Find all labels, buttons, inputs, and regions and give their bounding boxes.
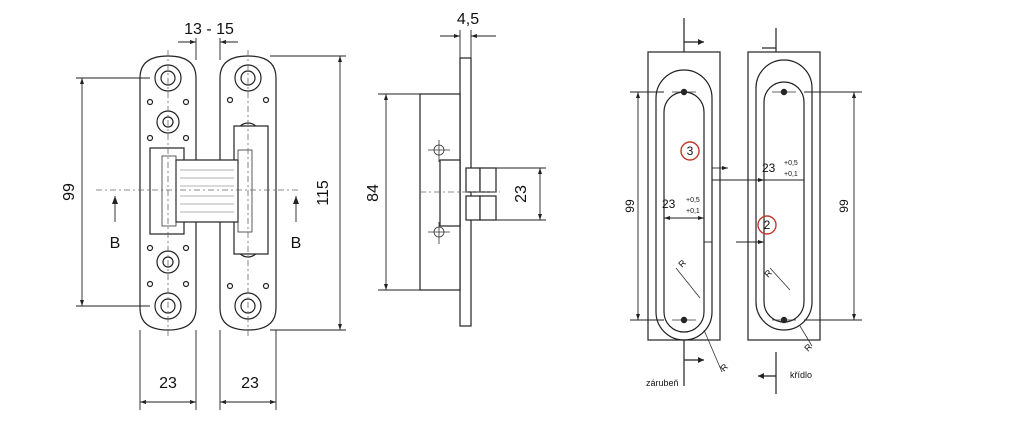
section-mark-left: B xyxy=(110,235,121,252)
dim-slot-right-tol-lower: +0,1 xyxy=(784,171,798,178)
marker-3-circle xyxy=(680,141,700,161)
front-view: 13 - 15 99 115 B B 23 23 xyxy=(61,21,346,410)
dim-height-total: 115 xyxy=(315,180,332,206)
marker-2-circle xyxy=(757,215,777,235)
side-view: 4,5 84 23 xyxy=(365,11,546,327)
dim-install-height-left: 99 xyxy=(623,199,637,213)
marker-2: 2 xyxy=(764,218,771,232)
dim-height-inner: 99 xyxy=(61,183,78,201)
section-mark-right: B xyxy=(291,235,302,252)
label-frame: zárubeň xyxy=(646,378,679,388)
label-leaf: křídlo xyxy=(790,370,812,380)
radius-label-4: R xyxy=(802,341,814,353)
dim-slot-right-tol-upper: +0,5 xyxy=(784,160,798,167)
dim-side-body: 23 xyxy=(513,185,530,203)
marker-3: 3 xyxy=(687,144,694,158)
radius-label-1: R xyxy=(676,257,688,269)
dim-width-right: 23 xyxy=(241,375,259,392)
dim-slot-left-tol-upper: +0,5 xyxy=(686,197,700,204)
install-view: 99 99 23 +0,5 +0,1 23 +0,5 +0,1 3 2 xyxy=(623,18,862,394)
dim-top-gap: 13 - 15 xyxy=(184,21,234,38)
dim-slot-left-tol-lower: +0,1 xyxy=(686,208,700,215)
dim-width-left: 23 xyxy=(159,375,177,392)
dim-thickness: 4,5 xyxy=(457,11,479,28)
dim-slot-left: 23 xyxy=(662,197,676,211)
radius-label-3: R xyxy=(718,361,730,373)
dim-install-height-right: 99 xyxy=(837,199,851,213)
dim-side-height: 84 xyxy=(365,184,382,202)
dim-slot-right: 23 xyxy=(762,161,776,175)
